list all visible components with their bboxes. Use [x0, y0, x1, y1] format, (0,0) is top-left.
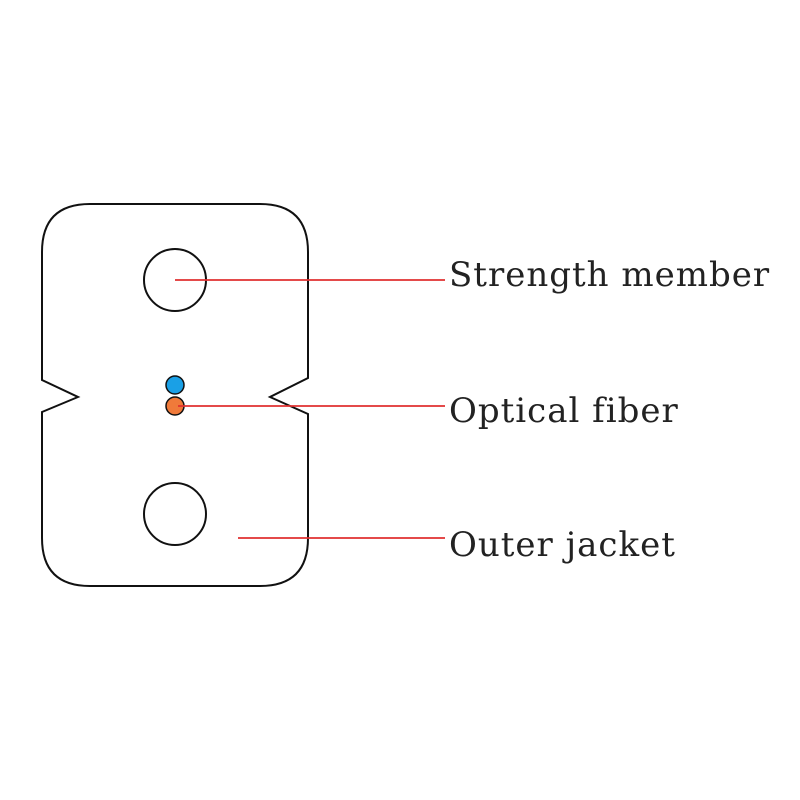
label-optical-fiber: Optical fiber: [449, 391, 679, 431]
label-outer-jacket: Outer jacket: [449, 525, 676, 565]
outer-jacket-outline: [41, 203, 309, 587]
label-strength-member: Strength member: [449, 255, 770, 295]
strength-member-bottom: [143, 482, 207, 546]
optical-fiber-blue: [165, 375, 185, 395]
